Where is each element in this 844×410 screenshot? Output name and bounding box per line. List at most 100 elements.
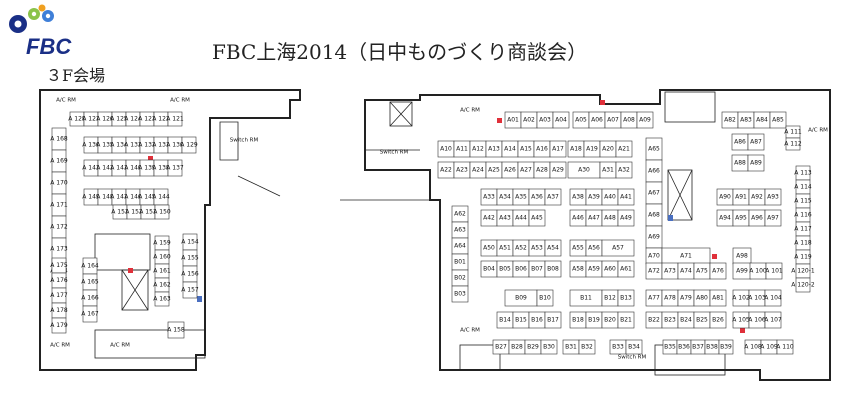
booth-a46[interactable]: A46 — [569, 209, 587, 227]
booth-a79[interactable]: A79 — [677, 289, 695, 307]
booth-a137[interactable]: A 137 — [166, 159, 184, 177]
booth-a43[interactable]: A43 — [496, 209, 514, 227]
booth-a50[interactable]: A50 — [480, 239, 498, 257]
booth-a108[interactable]: A 108 — [744, 339, 762, 355]
booth-a28[interactable]: A28 — [533, 161, 551, 179]
booth-a104[interactable]: A 104 — [764, 289, 782, 307]
booth-a67[interactable]: A67 — [645, 181, 663, 205]
booth-b01[interactable]: B01 — [451, 253, 469, 271]
booth-a36[interactable]: A36 — [528, 188, 546, 206]
booth-a16[interactable]: A16 — [533, 140, 551, 158]
booth-a01[interactable]: A01 — [504, 111, 522, 129]
booth-a32[interactable]: A32 — [615, 161, 633, 179]
booth-b03[interactable]: B03 — [451, 285, 469, 303]
booth-a12[interactable]: A12 — [469, 140, 487, 158]
booth-a38[interactable]: A38 — [569, 188, 587, 206]
booth-a22[interactable]: A22 — [437, 161, 455, 179]
booth-a86[interactable]: A86 — [731, 133, 749, 151]
booth-a34[interactable]: A34 — [496, 188, 514, 206]
booth-a171[interactable]: A 171 — [50, 193, 68, 217]
booth-a97[interactable]: A97 — [764, 209, 782, 227]
booth-a29[interactable]: A29 — [549, 161, 567, 179]
booth-b15[interactable]: B15 — [512, 311, 530, 329]
booth-a73[interactable]: A73 — [661, 262, 679, 280]
booth-b16[interactable]: B16 — [528, 311, 546, 329]
booth-b18[interactable]: B18 — [569, 311, 587, 329]
booth-b13[interactable]: B13 — [617, 289, 635, 307]
booth-a177[interactable]: A 177 — [50, 287, 68, 304]
booth-a27[interactable]: A27 — [517, 161, 535, 179]
booth-a53[interactable]: A53 — [528, 239, 546, 257]
booth-a126[interactable]: A 126 — [96, 111, 114, 127]
booth-b32[interactable]: B32 — [578, 339, 596, 355]
booth-a23[interactable]: A23 — [453, 161, 471, 179]
booth-b37[interactable]: B37 — [690, 339, 706, 355]
booth-b27[interactable]: B27 — [492, 339, 510, 355]
booth-a155[interactable]: A 155 — [181, 249, 199, 267]
booth-a75[interactable]: A75 — [693, 262, 711, 280]
booth-a04[interactable]: A04 — [552, 111, 570, 129]
booth-a107[interactable]: A 107 — [764, 311, 782, 329]
booth-a117[interactable]: A 117 — [794, 221, 812, 237]
booth-a54[interactable]: A54 — [544, 239, 562, 257]
booth-a110[interactable]: A 110 — [776, 339, 794, 355]
booth-a63[interactable]: A63 — [451, 221, 469, 239]
booth-a179[interactable]: A 179 — [50, 317, 68, 334]
booth-b11[interactable]: B11 — [569, 289, 603, 307]
booth-a19[interactable]: A19 — [583, 140, 601, 158]
booth-a08[interactable]: A08 — [620, 111, 638, 129]
booth-a120-1[interactable]: A 120-1 — [791, 263, 815, 279]
booth-a156[interactable]: A 156 — [181, 265, 199, 283]
booth-a56[interactable]: A56 — [585, 239, 603, 257]
booth-a100[interactable]: A 100 — [749, 262, 767, 280]
booth-b33[interactable]: B33 — [609, 339, 627, 355]
booth-b02[interactable]: B02 — [451, 269, 469, 287]
booth-a44[interactable]: A44 — [512, 209, 530, 227]
booth-b09[interactable]: B09 — [504, 289, 538, 307]
booth-a60[interactable]: A60 — [601, 260, 619, 278]
booth-a59[interactable]: A59 — [585, 260, 603, 278]
booth-a89[interactable]: A89 — [747, 154, 765, 172]
booth-b10[interactable]: B10 — [536, 289, 554, 307]
booth-a144[interactable]: A 144 — [152, 188, 170, 206]
booth-a105[interactable]: A 105 — [732, 311, 750, 329]
booth-a169[interactable]: A 169 — [50, 149, 68, 173]
booth-a96[interactable]: A96 — [748, 209, 766, 227]
booth-a48[interactable]: A48 — [601, 209, 619, 227]
booth-a06[interactable]: A06 — [588, 111, 606, 129]
booth-a77[interactable]: A77 — [645, 289, 663, 307]
booth-a51[interactable]: A51 — [496, 239, 514, 257]
booth-a102[interactable]: A 102 — [732, 289, 750, 307]
booth-a33[interactable]: A33 — [480, 188, 498, 206]
booth-a116[interactable]: A 116 — [794, 207, 812, 223]
booth-a03[interactable]: A03 — [536, 111, 554, 129]
booth-a55[interactable]: A55 — [569, 239, 587, 257]
booth-a45[interactable]: A45 — [528, 209, 546, 227]
booth-a120-2[interactable]: A 120-2 — [791, 277, 815, 293]
booth-a149[interactable]: A 149 — [82, 188, 100, 206]
booth-b12[interactable]: B12 — [601, 289, 619, 307]
booth-a91[interactable]: A91 — [732, 188, 750, 206]
booth-a26[interactable]: A26 — [501, 161, 519, 179]
booth-a02[interactable]: A02 — [520, 111, 538, 129]
booth-a173[interactable]: A 173 — [50, 237, 68, 261]
booth-a160[interactable]: A 160 — [153, 249, 171, 265]
booth-a49[interactable]: A49 — [617, 209, 635, 227]
booth-a118[interactable]: A 118 — [794, 235, 812, 251]
booth-a62[interactable]: A62 — [451, 205, 469, 223]
booth-a76[interactable]: A76 — [709, 262, 727, 280]
booth-a13[interactable]: A13 — [485, 140, 503, 158]
booth-a113[interactable]: A 113 — [794, 165, 812, 181]
booth-a10[interactable]: A10 — [437, 140, 455, 158]
booth-a31[interactable]: A31 — [599, 161, 617, 179]
booth-a122[interactable]: A 122 — [152, 111, 170, 127]
booth-b23[interactable]: B23 — [661, 311, 679, 329]
booth-a93[interactable]: A93 — [764, 188, 782, 206]
booth-a65[interactable]: A65 — [645, 137, 663, 161]
booth-b31[interactable]: B31 — [562, 339, 580, 355]
booth-a164[interactable]: A 164 — [81, 257, 99, 275]
booth-a178[interactable]: A 178 — [50, 302, 68, 319]
booth-a24[interactable]: A24 — [469, 161, 487, 179]
booth-a39[interactable]: A39 — [585, 188, 603, 206]
booth-a92[interactable]: A92 — [748, 188, 766, 206]
